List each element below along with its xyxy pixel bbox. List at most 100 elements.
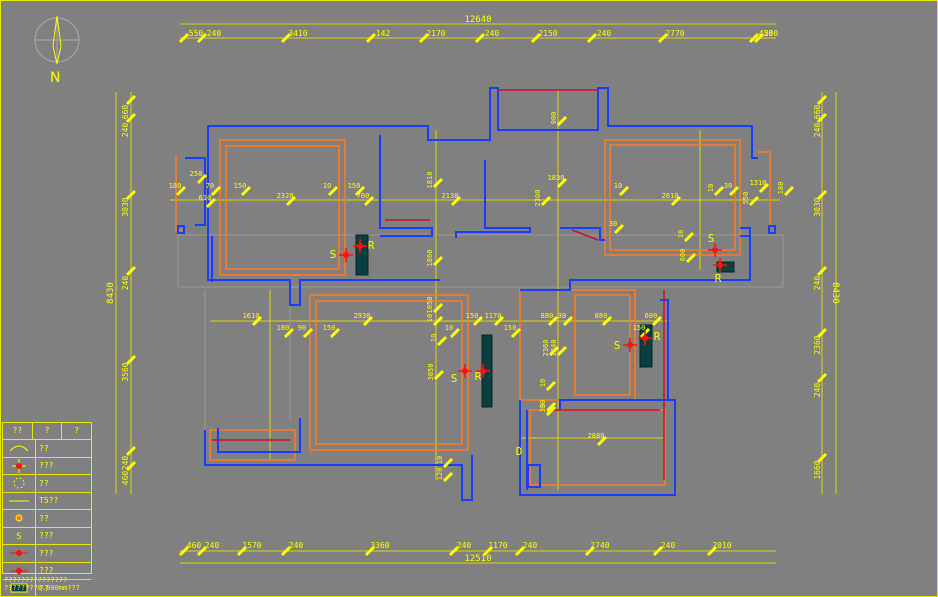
right-total-dimension: 8430 xyxy=(830,282,840,304)
dimension-tick xyxy=(432,315,444,327)
inner-dimension: 2610 xyxy=(662,192,679,200)
top-dimension: 142 xyxy=(376,29,391,38)
dimension-tick xyxy=(302,327,314,339)
dimension-tick xyxy=(125,265,137,277)
room-mark: R xyxy=(654,330,661,343)
room-mark: S xyxy=(451,372,458,385)
inner-dimension: 880 xyxy=(541,312,554,320)
inner-dimension: 10 xyxy=(426,314,434,322)
left-dimension: 3560 xyxy=(121,362,130,381)
dimension-tick xyxy=(652,545,664,557)
spotlight-icon xyxy=(708,243,722,257)
inner-dimension: 10 xyxy=(614,182,622,190)
inner-dimension: 180 xyxy=(277,324,290,332)
legend-row: ??? xyxy=(3,545,91,563)
dimension-tick xyxy=(433,369,445,381)
top-dimension: 280 xyxy=(764,29,779,38)
legend-label: ?? xyxy=(39,513,49,523)
legend-label: ?? xyxy=(39,443,49,453)
inner-dimension: 70 xyxy=(206,182,214,190)
red-spot2-icon xyxy=(3,562,36,579)
bottom-total-dimension: 12510 xyxy=(464,554,491,564)
inner-dimension: 150 xyxy=(466,312,479,320)
inner-dimension: 30 xyxy=(558,312,566,320)
red-lines xyxy=(212,89,665,480)
bottom-dimension: 240 xyxy=(289,541,304,550)
top-dimension: 3410 xyxy=(288,29,307,38)
legend-row: ?? xyxy=(3,475,91,493)
dimension-tick xyxy=(125,112,137,124)
spotlight-icon xyxy=(339,248,353,262)
dimension-tick xyxy=(196,32,208,44)
inner-dimension: 90 xyxy=(298,324,306,332)
inner-dimension: 1860 xyxy=(426,250,434,267)
dimension-tick xyxy=(364,545,376,557)
bottom-dimension: 1570 xyxy=(242,541,261,550)
left-dimension: 460 xyxy=(121,471,130,486)
inner-dimension: 3050 xyxy=(427,364,435,381)
dimension-tick xyxy=(251,315,263,327)
legend-label: T5?? xyxy=(39,496,59,506)
dimension-tick xyxy=(706,545,718,557)
inner-dimension: 180 xyxy=(777,182,785,195)
room-mark: S xyxy=(708,232,715,245)
line-icon xyxy=(3,492,36,509)
dimension-tick xyxy=(125,189,137,201)
dimension-tick xyxy=(816,452,828,464)
top-dimension: 2770 xyxy=(665,29,684,38)
red-crosshair-icon xyxy=(3,457,36,474)
top-dimension: 450 xyxy=(759,29,774,38)
dimension-tick xyxy=(548,345,560,357)
legend-row: ?? xyxy=(3,440,91,458)
inner-dimension: 1050 xyxy=(426,297,434,314)
dimension-tick xyxy=(816,94,828,106)
dimension-tick xyxy=(651,315,663,327)
dimension-tick xyxy=(556,177,568,189)
room-mark: R xyxy=(475,370,482,383)
north-arrow: N xyxy=(30,14,82,94)
dimension-tick xyxy=(783,185,795,197)
bottom-dimension: 3360 xyxy=(370,541,389,550)
inner-dimension: 150 xyxy=(234,182,247,190)
dimension-tick xyxy=(545,405,557,417)
legend-label: ??? xyxy=(39,548,54,558)
legend-header-1: ?? xyxy=(3,423,33,439)
dimension-tick xyxy=(432,255,444,267)
dimension-tick xyxy=(436,335,448,347)
dimension-tick xyxy=(450,195,462,207)
legend-table: ?? ? ? ???????T5????S??????????? xyxy=(2,422,92,597)
inner-dimension: 180 xyxy=(169,182,182,190)
dimension-tick xyxy=(562,315,574,327)
red-spotlight-icon xyxy=(3,545,36,562)
note-line-1: ??????????????? xyxy=(4,576,68,584)
top-dimension: 240 xyxy=(207,29,222,38)
left-dimension: 240 xyxy=(121,456,130,471)
top-dimension: 2170 xyxy=(426,29,445,38)
dimension-tick xyxy=(753,32,765,44)
dimension-tick xyxy=(448,545,460,557)
bottom-dimension: 240 xyxy=(523,541,538,550)
dimension-tick xyxy=(482,545,494,557)
bottom-dimension: 1170 xyxy=(488,541,507,550)
spotlight-icon xyxy=(353,239,367,253)
dimension-tick xyxy=(285,195,297,207)
dimension-tick xyxy=(432,177,444,189)
inner-dimension: 10 xyxy=(707,184,715,192)
dimension-tick xyxy=(547,315,559,327)
inner-dimension: 1310 xyxy=(750,179,767,187)
dimension-tick xyxy=(240,185,252,197)
top-dimension: 240 xyxy=(485,29,500,38)
dimension-tick xyxy=(418,32,430,44)
inner-dimension: 10 xyxy=(436,456,444,464)
arc-icon xyxy=(3,440,36,457)
left-dimension: 3030 xyxy=(121,197,130,216)
spotlight-icon xyxy=(713,258,727,272)
dimension-tick xyxy=(442,471,454,483)
legend-row: S??? xyxy=(3,527,91,545)
spotlight-icon xyxy=(623,338,637,352)
spotlight-icon xyxy=(458,364,472,378)
dimension-tick xyxy=(685,252,697,264)
inner-dimension: 1810 xyxy=(426,172,434,189)
dimension-tick xyxy=(175,185,187,197)
svg-text:S: S xyxy=(16,532,21,542)
